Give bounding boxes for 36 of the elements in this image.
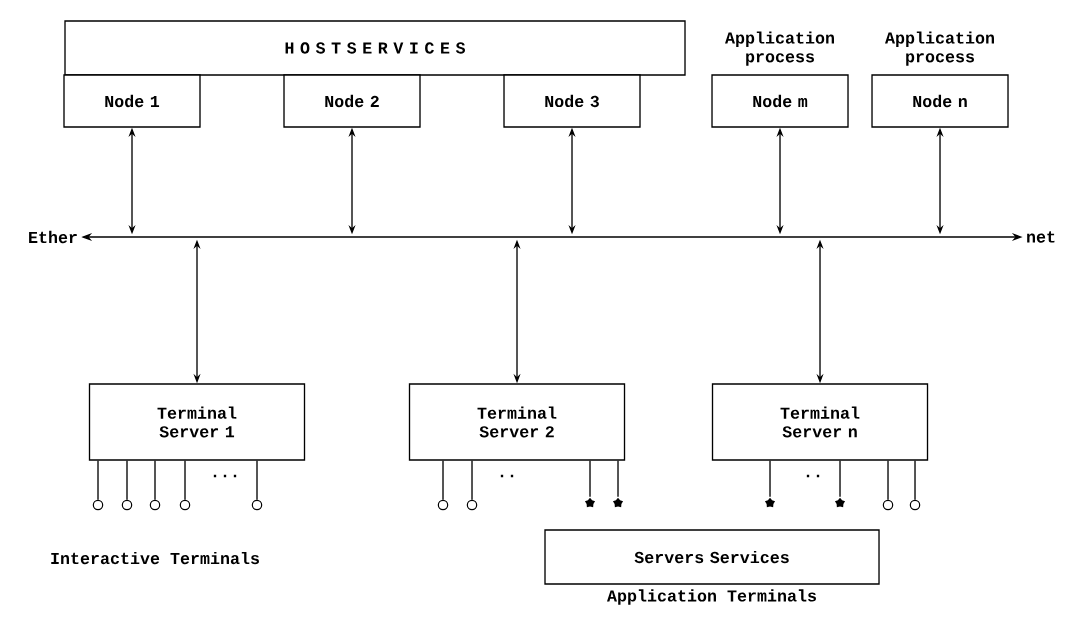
ellipsis: .. (806, 474, 820, 478)
box: Terminal Server n (711, 383, 929, 461)
box: Node 3 (503, 74, 641, 128)
box: Terminal Server 2 (408, 383, 626, 461)
box-heading: Application process (885, 31, 994, 66)
connector-line (914, 460, 916, 501)
box: Servers Services (544, 529, 880, 585)
terminal-star (584, 497, 596, 508)
connector-line (442, 460, 444, 501)
box: Node 1 (63, 74, 201, 128)
terminal-star (834, 497, 846, 508)
node-label: Ether (29, 230, 77, 244)
box: Node n (871, 74, 1009, 128)
connector-line (769, 460, 771, 498)
ellipsis: ... (213, 474, 237, 478)
connector-line (887, 460, 889, 501)
box: Node m (711, 74, 849, 128)
connector-line (839, 460, 841, 498)
connector-line (617, 460, 619, 498)
ellipsis: .. (500, 474, 514, 478)
ether-bus: Ether net (29, 230, 1055, 244)
group-label: Interactive Terminals (51, 551, 259, 565)
node-label: net (1027, 231, 1055, 243)
connector-line (97, 460, 99, 501)
connector-line (589, 460, 591, 498)
connector-line (471, 460, 473, 501)
terminal-star (612, 497, 624, 508)
terminal-star (764, 497, 776, 508)
connector-line (126, 460, 128, 501)
box: Node 2 (283, 74, 421, 128)
connector-line (256, 460, 258, 501)
box-heading: Application process (725, 31, 834, 66)
connector-line (154, 460, 156, 501)
box: Terminal Server 1 (88, 383, 306, 461)
connector-line (184, 460, 186, 501)
box-caption: Application Terminals (607, 589, 816, 605)
